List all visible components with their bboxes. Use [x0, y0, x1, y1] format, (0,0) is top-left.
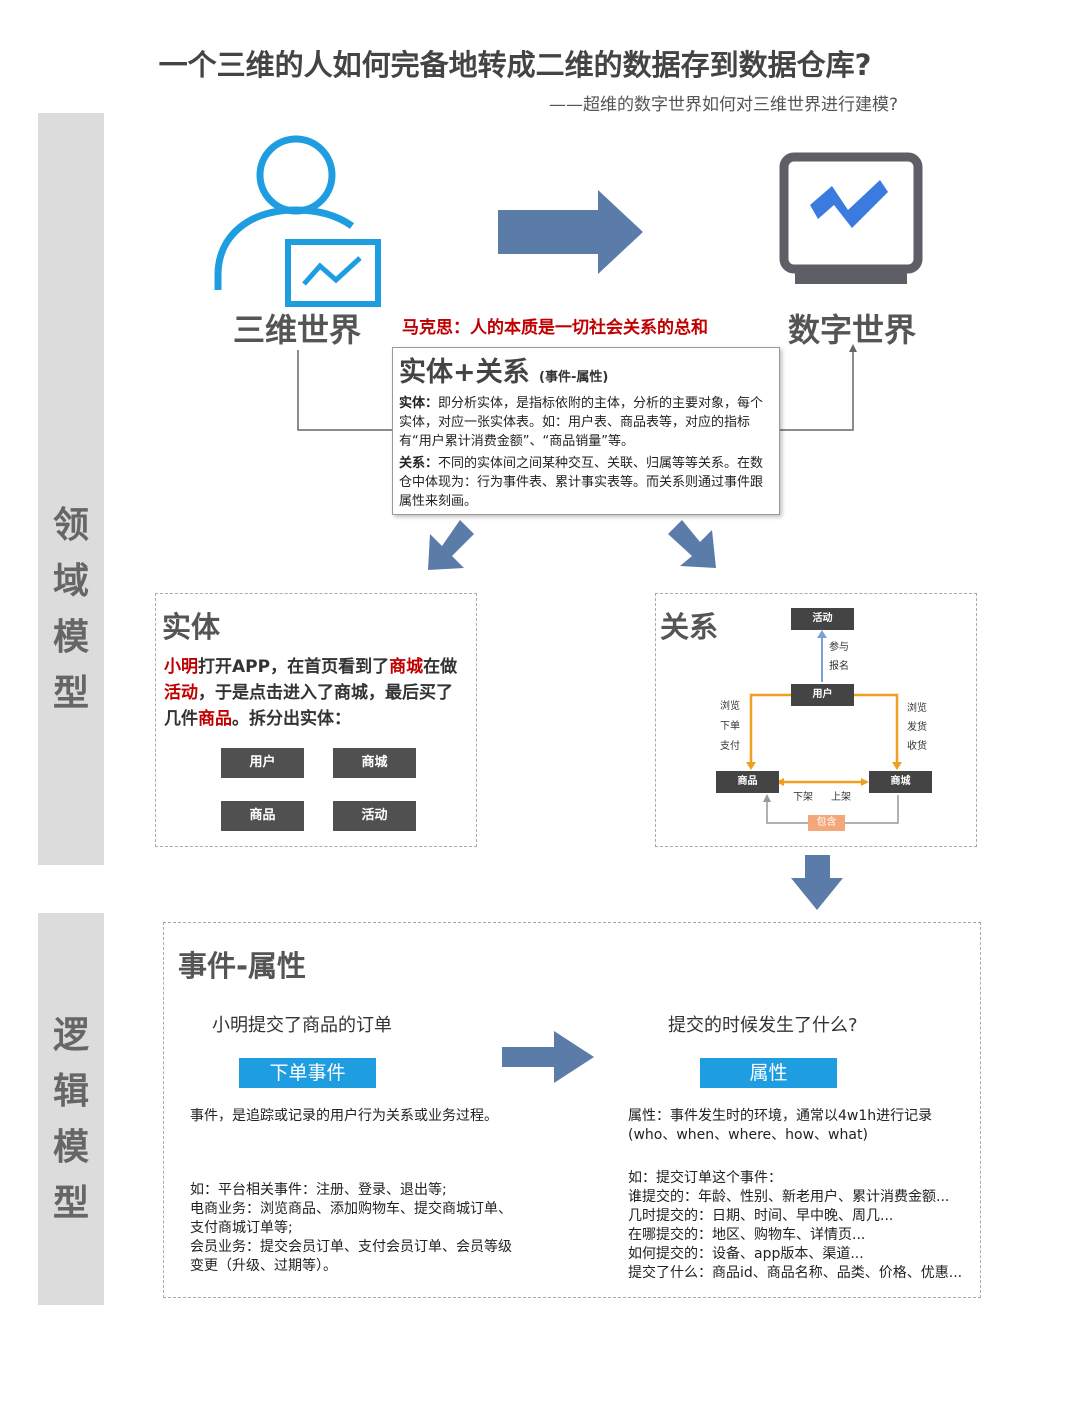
attribute-definition-4w1h: (who、when、where、how、what): [628, 1127, 868, 1143]
relation-label-up: 上架: [831, 792, 851, 803]
connector-line: [780, 352, 854, 431]
left-question: 小明提交了商品的订单: [212, 1015, 392, 1036]
marx-quote: 马克思：人的本质是一切社会关系的总和: [402, 318, 708, 338]
arrow-right-icon: [502, 1031, 594, 1083]
attribute-example-line: 提交了什么：商品id、商品名称、品类、价格、优惠...: [628, 1265, 963, 1281]
sidebar-char: 模: [52, 1127, 89, 1168]
arrow-right-icon: [498, 190, 643, 274]
logic-panel: 事件-属性 小明提交了商品的订单 提交的时候发生了什么? 下单事件 属性 事件，…: [163, 922, 981, 1298]
relation-node-user: 用户: [791, 684, 854, 706]
arrow-down-icon: [791, 855, 843, 910]
story-part: 。拆分出实体：: [232, 709, 351, 729]
event-example-line: 变更（升级、过期等）。: [190, 1258, 337, 1274]
connector-line: [297, 350, 393, 431]
entity-panel-title: 实体: [162, 610, 221, 644]
attribute-example-line: 如：提交订单这个事件：: [628, 1170, 782, 1186]
relation-node-product: 商品: [716, 771, 779, 793]
page-title: 一个三维的人如何完备地转成二维的数据存到数据仓库?: [158, 48, 872, 82]
attribute-examples: 如：提交订单这个事件： 谁提交的：年龄、性别、新老用户、累计消费金额... 几时…: [628, 1169, 962, 1283]
arrow-down-right-icon: [668, 520, 716, 568]
relation-panel-title: 关系: [660, 610, 719, 644]
relation-definition-text: 不同的实体间之间某种交互、关联、归属等等关系。在数仓中体现为：行为事件表、累计事…: [399, 456, 764, 509]
attribute-example-line: 如何提交的：设备、app版本、渠道...: [628, 1246, 864, 1262]
panel-heading-note: (事件-属性): [539, 370, 609, 385]
three-d-world-label: 三维世界: [233, 311, 362, 349]
attribute-example-line: 在哪提交的：地区、购物车、详情页...: [628, 1227, 866, 1243]
attribute-button: 属性: [700, 1058, 837, 1088]
story-part: 商品: [198, 709, 232, 729]
event-example-line: 电商业务：浏览商品、添加购物车、提交商城订单、: [190, 1201, 512, 1217]
story-part: 打开APP，在首页看到了: [198, 657, 390, 677]
relation-label-right: 收货: [907, 741, 927, 752]
story-part: 活动: [164, 683, 198, 703]
entity-definition-text: 即分析实体，是指标依附的主体，分析的主要对象，每个实体，对应一张实体表。如：用户…: [399, 396, 764, 449]
relation-definition-label: 关系：: [399, 456, 439, 471]
panel-heading-text: 实体+关系: [399, 357, 530, 388]
attribute-example-line: 几时提交的：日期、时间、早中晚、周几...: [628, 1208, 894, 1224]
entity-panel: 实体 小明打开APP，在首页看到了商城在做活动，于是点击进入了商城，最后买了几件…: [155, 593, 477, 847]
arrowhead: [849, 344, 857, 352]
right-question: 提交的时候发生了什么?: [668, 1015, 858, 1036]
event-example-line: 如：平台相关事件：注册、登录、退出等;: [190, 1182, 447, 1198]
top-diagram-graphics: [214, 135, 923, 910]
entity-definition-label: 实体：: [399, 396, 439, 411]
relation-graph-lines: [746, 630, 902, 824]
event-definition: 事件，是追踪或记录的用户行为关系或业务过程。: [190, 1108, 498, 1124]
relation-node-mall: 商城: [869, 771, 932, 793]
panel-heading: 实体+关系 (事件-属性): [399, 350, 608, 389]
relation-label-down: 下架: [793, 792, 813, 803]
sidebar-domain-model: 领 域 模 型: [38, 113, 104, 865]
chart-screen-icon: [285, 239, 381, 307]
entity-box-product: 商品: [221, 801, 304, 831]
event-example-line: 会员业务：提交会员订单、支付会员订单、会员等级: [190, 1239, 512, 1255]
person-icon: [214, 135, 355, 290]
digital-world-label: 数字世界: [788, 311, 917, 349]
relation-label-right: 浏览: [907, 703, 927, 714]
entity-story: 小明打开APP，在首页看到了商城在做活动，于是点击进入了商城，最后买了几件商品。…: [164, 654, 468, 732]
entity-box-activity: 活动: [333, 801, 416, 831]
page-subtitle: ——超维的数字世界如何对三维世界进行建模?: [548, 95, 898, 115]
sidebar-char: 型: [52, 1183, 89, 1224]
relation-definition: 关系：不同的实体间之间某种交互、关联、归属等等关系。在数仓中体现为：行为事件表、…: [399, 454, 773, 511]
attribute-definition: 属性：事件发生时的环境，通常以4w1h进行记录: [628, 1108, 933, 1124]
entity-box-user: 用户: [221, 748, 304, 778]
event-button: 下单事件: [239, 1058, 376, 1088]
sidebar-char: 型: [52, 673, 89, 714]
sidebar-char: 逻: [52, 1015, 89, 1056]
story-part: 商城: [389, 657, 424, 677]
relation-panel: 关系 活动 用户 商品 商城 参与 报名 浏览 下单 支付 浏览 发货 收货 下…: [655, 593, 977, 847]
sidebar-char: 模: [52, 617, 89, 658]
arrow-down-left-icon: [428, 520, 474, 570]
sidebar-logic-model: 逻 辑 模 型: [38, 913, 104, 1305]
relation-label-left: 浏览: [720, 701, 740, 712]
relation-label-right: 发货: [907, 722, 927, 733]
relation-label-contain: 包含: [808, 815, 845, 831]
story-part: 小明: [164, 657, 198, 677]
entity-definition: 实体：即分析实体，是指标依附的主体，分析的主要对象，每个实体，对应一张实体表。如…: [399, 394, 773, 451]
entity-box-mall: 商城: [333, 748, 416, 778]
sidebar-char: 辑: [52, 1071, 89, 1112]
logic-panel-title: 事件-属性: [178, 949, 307, 983]
attribute-example-line: 谁提交的：年龄、性别、新老用户、累计消费金额...: [628, 1189, 950, 1205]
story-part: ，于是点击进入了商城，最后买了几件: [164, 683, 453, 729]
event-example-line: 支付商城订单等;: [190, 1220, 293, 1236]
relation-label-left: 支付: [720, 741, 740, 752]
event-examples: 如：平台相关事件：注册、登录、退出等; 电商业务：浏览商品、添加购物车、提交商城…: [190, 1181, 512, 1276]
sidebar-char: 域: [52, 561, 89, 602]
relation-label-join: 参与: [829, 642, 849, 653]
monitor-icon: [779, 152, 923, 284]
relation-label-left: 下单: [720, 721, 740, 732]
entity-relation-panel: 实体+关系 (事件-属性) 实体：即分析实体，是指标依附的主体，分析的主要对象，…: [392, 347, 780, 515]
story-part: 在做: [423, 657, 458, 677]
relation-node-activity: 活动: [791, 608, 854, 630]
sidebar-char: 领: [52, 505, 89, 546]
relation-label-signup: 报名: [829, 661, 849, 672]
